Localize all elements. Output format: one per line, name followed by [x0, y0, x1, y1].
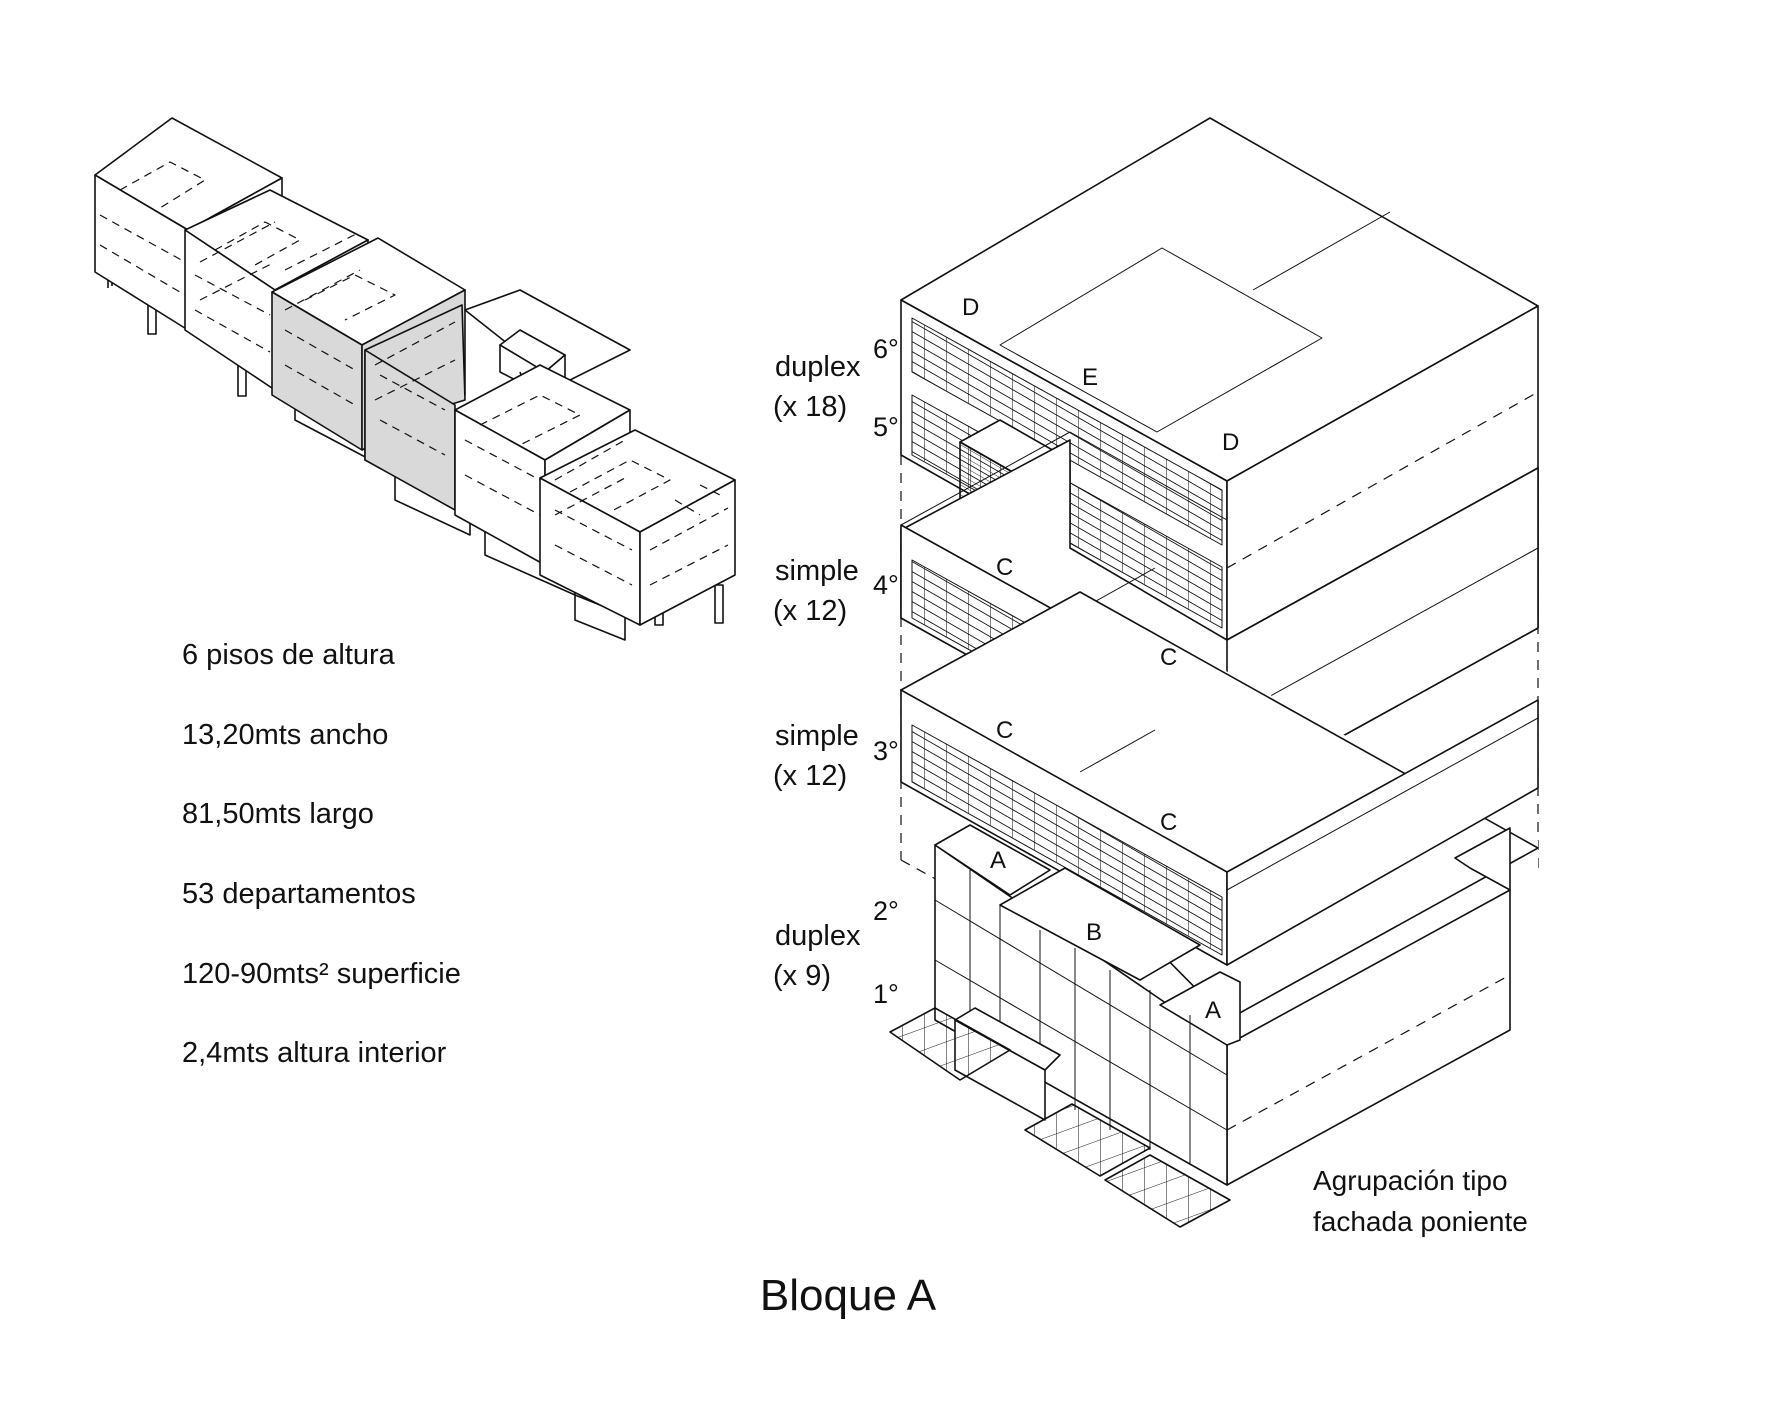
spec-list: 6 pisos de altura 13,20mts ancho 81,50mt… [182, 639, 461, 1069]
floor-6: 6° [873, 334, 899, 364]
caption-line-2: fachada poniente [1313, 1206, 1528, 1237]
spec-departamentos: 53 departamentos [182, 878, 416, 910]
ground-top-b [999, 867, 1201, 981]
caption: Agrupación tipo fachada poniente [1313, 1165, 1528, 1237]
module-6 [539, 429, 736, 626]
unit-c-3: C [996, 717, 1013, 744]
unit-b: B [1086, 919, 1102, 946]
paving-left [889, 1007, 1011, 1081]
module-4-highlight [364, 304, 466, 511]
paving-middle [1024, 1103, 1151, 1177]
unit-c-4: C [1160, 809, 1177, 836]
floor-numbers: 6° 5° 4° 3° 2° 1° [873, 334, 899, 1009]
ground-top-back [1454, 827, 1511, 891]
dashed-partitions [99, 161, 729, 586]
level-labels: duplex (x 18) simple (x 12) simple (x 12… [773, 351, 861, 992]
entry-wall-top [954, 1007, 1061, 1071]
spec-largo: 81,50mts largo [182, 798, 374, 830]
level-simple-4-type: simple [775, 555, 859, 587]
roof-terrace [999, 247, 1323, 433]
level-simple-3-type: simple [775, 720, 859, 752]
spec-pisos: 6 pisos de altura [182, 639, 396, 671]
figure-title: Bloque A [760, 1271, 937, 1320]
level-duplex-upper-type: duplex [775, 351, 861, 383]
block-axonometric [94, 117, 736, 641]
ground-facade-grid [934, 870, 1228, 1185]
simple-3-side [1226, 699, 1539, 966]
level-simple-4-count: (x 12) [773, 595, 847, 627]
floor-1: 1° [873, 979, 899, 1009]
upper-louver-band-6 [911, 317, 1223, 546]
floor-4: 4° [873, 570, 899, 600]
duplex-ground-volume [889, 824, 1511, 1228]
level-duplex-ground-type: duplex [775, 920, 861, 952]
spec-altura-interior: 2,4mts altura interior [182, 1037, 447, 1069]
unit-a-1: A [990, 847, 1006, 874]
exploded-grouping [889, 117, 1539, 1228]
unit-d-2: D [1222, 429, 1239, 456]
unit-c-2: C [1160, 644, 1177, 671]
caption-line-1: Agrupación tipo [1313, 1165, 1508, 1196]
floor-2: 2° [873, 896, 899, 926]
level-duplex-upper-count: (x 18) [773, 391, 847, 423]
level-duplex-ground-count: (x 9) [773, 960, 831, 992]
spec-ancho: 13,20mts ancho [182, 719, 388, 751]
unit-c-1: C [996, 554, 1013, 581]
ground-top-right [1159, 971, 1241, 1046]
floor-5: 5° [873, 412, 899, 442]
floor-3: 3° [873, 736, 899, 766]
unit-d-1: D [962, 294, 979, 321]
paving-right [1104, 1154, 1231, 1228]
spec-superficie: 120-90mts² superficie [182, 958, 461, 990]
unit-labels: D E D C C C C A B A [962, 294, 1239, 1024]
unit-e: E [1082, 364, 1098, 391]
level-simple-3-count: (x 12) [773, 760, 847, 792]
unit-a-2: A [1205, 997, 1221, 1024]
simple-3-louvers [911, 724, 1223, 956]
ground-top-left [934, 824, 1051, 896]
